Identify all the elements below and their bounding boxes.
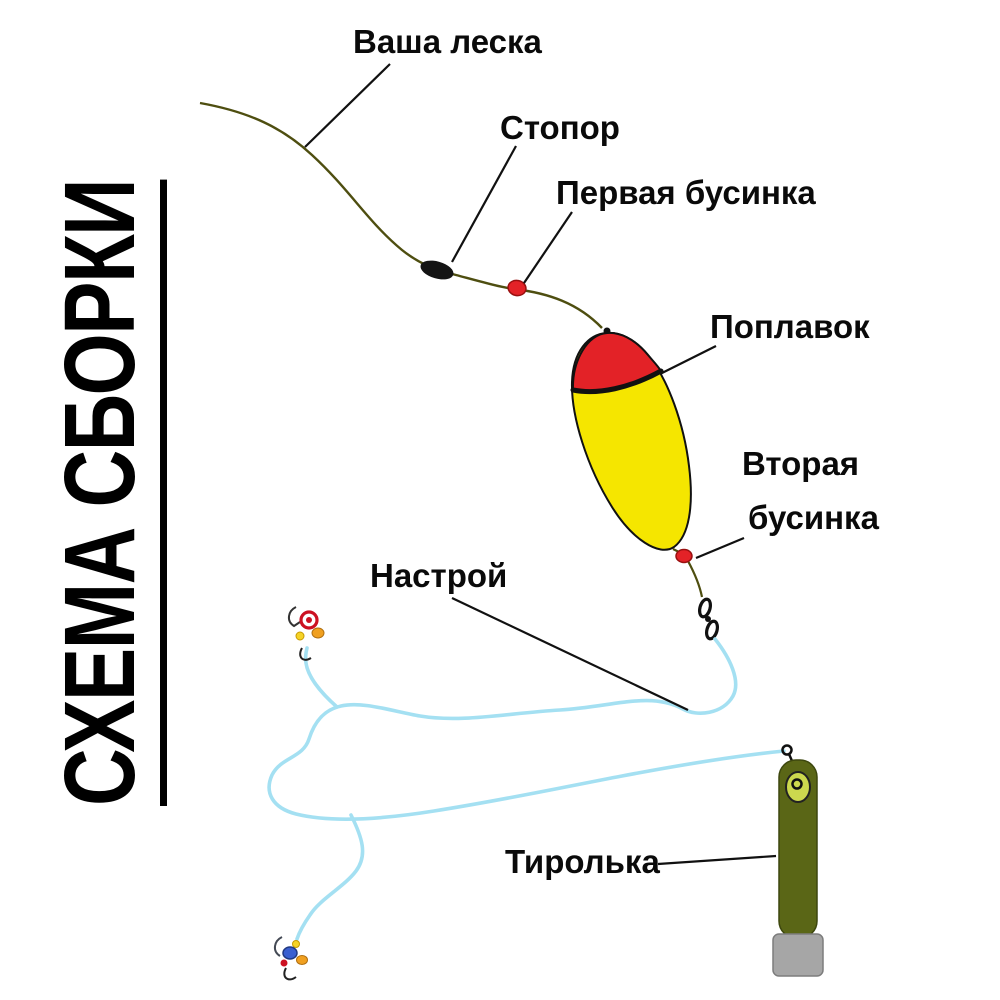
label-first-bead: Первая бусинка xyxy=(556,174,816,211)
pointer-line-fishing-line xyxy=(304,63,391,148)
label-second-bead-line1: Вторая xyxy=(742,445,860,482)
first-bead-shape xyxy=(507,279,527,297)
fishing-line-path xyxy=(199,101,603,329)
label-fishing-line: Ваша леска xyxy=(353,23,542,60)
pointer-line-second-bead xyxy=(695,536,745,560)
second-bead-shape xyxy=(675,548,693,564)
pointer-line-rig xyxy=(451,597,689,711)
tyrolean-stick xyxy=(772,744,824,977)
pointer-line-stopper xyxy=(451,145,517,263)
label-rig: Настрой xyxy=(370,557,508,594)
tyrolean-cap xyxy=(772,933,824,977)
bottom-hook-lure xyxy=(274,936,308,981)
tyrolean-eye xyxy=(785,771,811,803)
label-stopper: Стопор xyxy=(500,109,620,146)
label-float: Поплавок xyxy=(710,308,870,345)
page-title: СХЕМА СБОРКИ xyxy=(44,179,167,806)
label-second-bead-line2: бусинка xyxy=(748,499,879,536)
float-band xyxy=(570,368,664,395)
top-hook-lure xyxy=(288,606,325,661)
pointer-line-float xyxy=(659,345,717,375)
pointer-line-tyrolean xyxy=(657,854,777,866)
pointer-lines xyxy=(304,63,777,866)
stopper-shape xyxy=(420,260,454,280)
pointer-line-first-bead xyxy=(523,211,573,284)
rig-line-dropper-bottom xyxy=(295,813,365,941)
tyrolean-wire-loop xyxy=(781,744,793,756)
swivel xyxy=(697,597,720,641)
rig-line-main xyxy=(267,637,786,821)
rig-line-dropper-top xyxy=(303,646,339,709)
label-tyrolean: Тиролька xyxy=(505,843,660,880)
